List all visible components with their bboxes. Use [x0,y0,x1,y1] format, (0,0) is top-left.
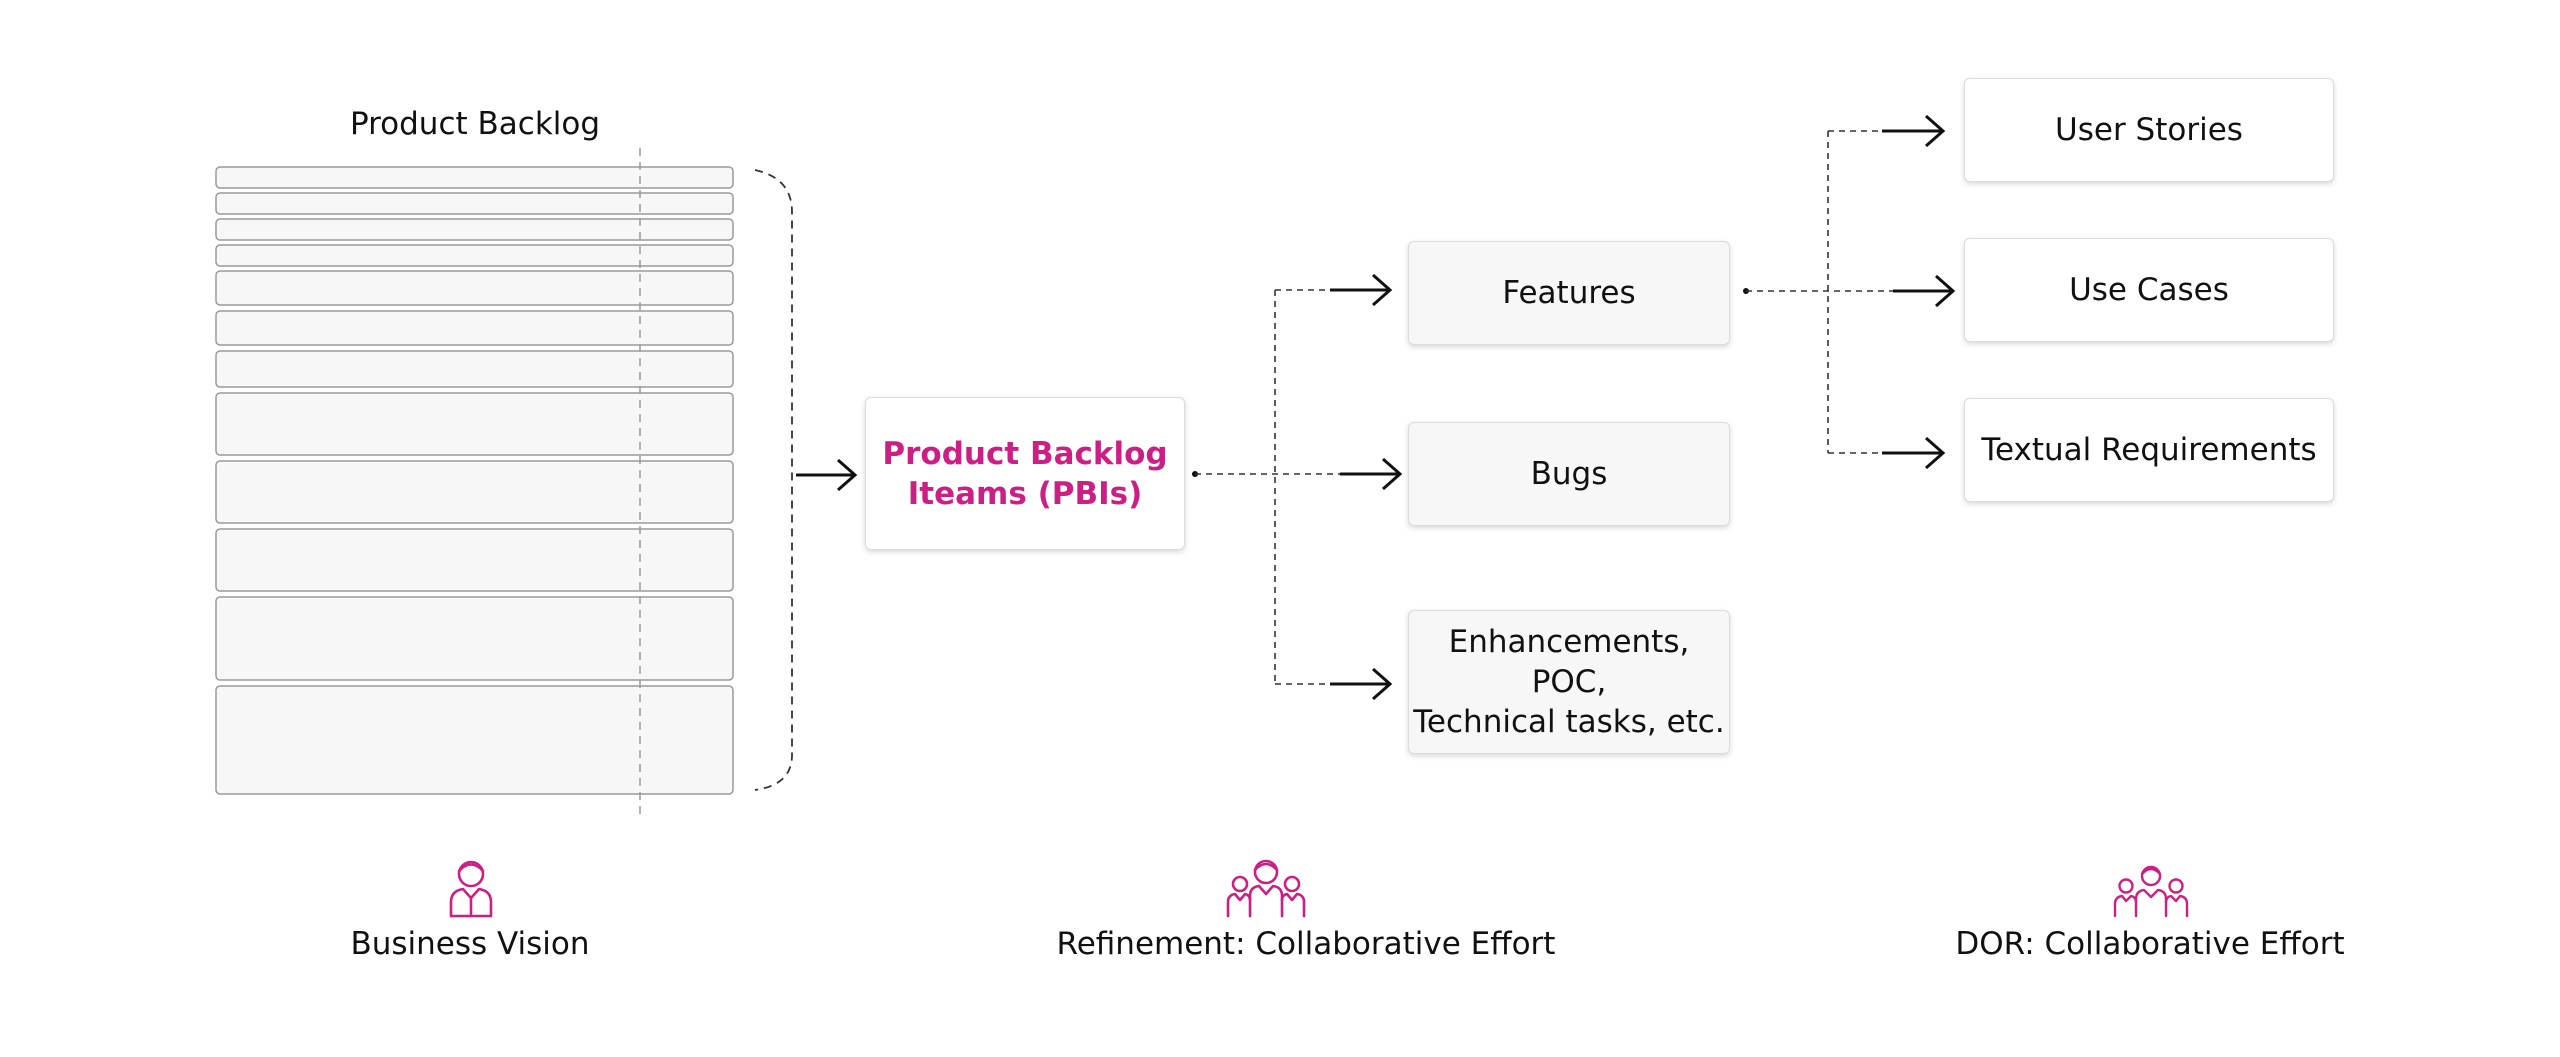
pbi-label: Product Backlog Iteams (PBIs) [882,435,1168,512]
backlog-item [215,310,734,346]
backlog-title: Product Backlog [349,106,601,142]
backlog-item [215,392,734,456]
backlog-item [215,166,734,189]
use-cases-label: Use Cases [2069,272,2229,308]
backlog-item [215,460,734,524]
backlog-item [215,192,734,215]
textual-requirements-label: Textual Requirements [1981,432,2317,468]
user-stories-label: User Stories [2055,112,2243,148]
enhancements-box: Enhancements, POC, Technical tasks, etc. [1408,610,1730,754]
person-icon [449,860,493,918]
backlog-item [215,350,734,388]
arrow-to-pbi [796,458,858,492]
backlog-item [215,270,734,306]
textual-requirements-box: Textual Requirements [1964,398,2334,502]
refinement-label: Refinement: Collaborative Effort [1056,926,1556,962]
pbi-connectors [1192,273,1403,701]
backlog-item [215,528,734,592]
team-icon [1226,859,1306,918]
backlog-stack [215,148,734,820]
team-icon [2113,865,2189,918]
backlog-item [215,244,734,267]
bugs-label: Bugs [1530,456,1608,492]
feature-connectors [1743,114,1956,470]
backlog-bracket [754,169,793,791]
use-cases-box: Use Cases [1964,238,2334,342]
features-label: Features [1502,275,1636,311]
enhancements-label: Enhancements, POC, Technical tasks, etc. [1413,624,1725,740]
backlog-item [215,596,734,681]
dor-label: DOR: Collaborative Effort [1955,926,2345,962]
backlog-item [215,218,734,241]
backlog-item [215,685,734,795]
business-vision-label: Business Vision [350,926,590,962]
pbi-box: Product Backlog Iteams (PBIs) [865,397,1185,550]
user-stories-box: User Stories [1964,78,2334,182]
features-box: Features [1408,241,1730,345]
bugs-box: Bugs [1408,422,1730,526]
